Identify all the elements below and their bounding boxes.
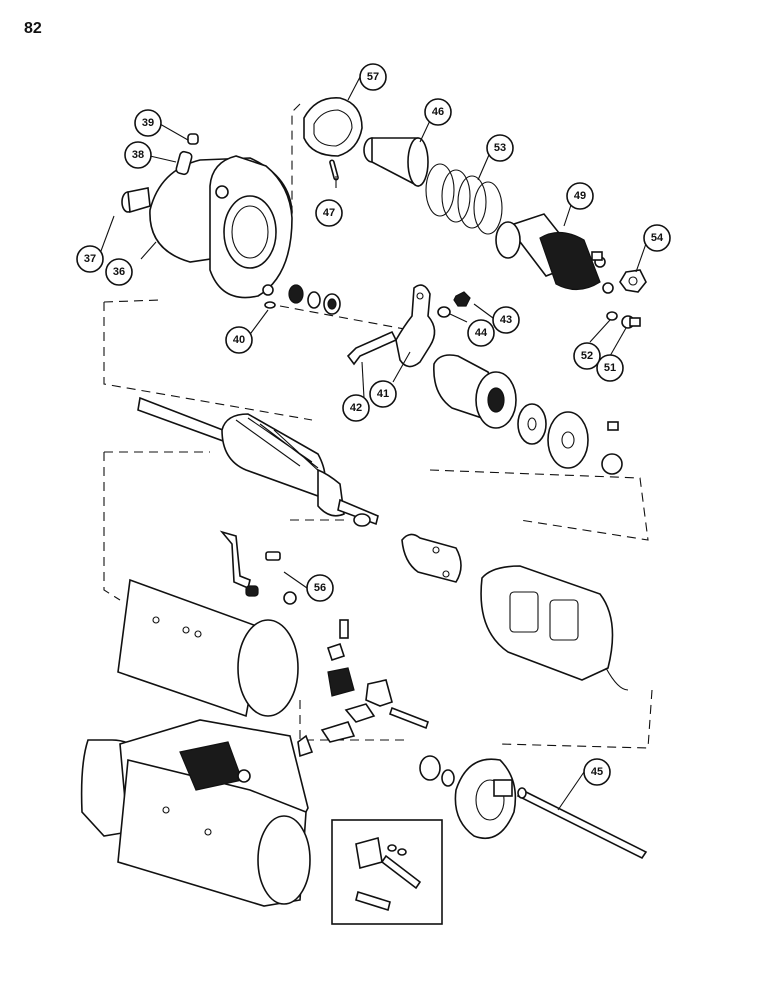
callout-47: 47 — [315, 199, 343, 227]
assembly-guide-middle — [103, 451, 649, 601]
svg-text:36: 36 — [113, 266, 125, 278]
callout-45: 45 — [583, 758, 611, 786]
field-coil — [480, 565, 629, 691]
svg-text:46: 46 — [432, 106, 444, 118]
brush-assembly — [275, 619, 429, 771]
bushing-37 — [121, 187, 151, 214]
through-bolt-45 — [516, 787, 648, 860]
shift-lever-41 — [395, 284, 436, 368]
nut-54 — [619, 269, 647, 293]
callout-57: 57 — [359, 63, 387, 91]
svg-text:49: 49 — [574, 190, 586, 202]
svg-text:40: 40 — [233, 334, 245, 346]
callout-36: 36 — [105, 258, 133, 286]
plunger-46 — [363, 137, 429, 188]
svg-text:38: 38 — [132, 149, 144, 161]
callout-56: 56 — [306, 574, 334, 602]
svg-text:57: 57 — [367, 71, 379, 83]
assembly-guide-top — [283, 103, 301, 219]
callout-40: 40 — [225, 326, 253, 354]
drive-pinion-clutch — [433, 354, 517, 429]
callout-38: 38 — [124, 141, 152, 169]
page-number: 82 — [24, 20, 42, 37]
svg-text:54: 54 — [651, 232, 664, 244]
svg-text:41: 41 — [377, 388, 389, 400]
seal-washers — [288, 284, 341, 315]
svg-text:51: 51 — [604, 362, 616, 374]
assembled-starter — [80, 719, 311, 907]
solenoid-49 — [495, 213, 614, 294]
brush-insulator — [401, 533, 462, 583]
callout-54: 54 — [643, 224, 671, 252]
pin-47 — [329, 159, 339, 181]
svg-text:56: 56 — [314, 582, 326, 594]
svg-text:42: 42 — [350, 402, 362, 414]
plug-39 — [187, 133, 199, 145]
thrust-washers — [517, 403, 623, 475]
pin-38 — [175, 150, 193, 176]
callout-52: 52 — [573, 342, 601, 370]
svg-text:47: 47 — [323, 207, 335, 219]
inset-box — [331, 819, 443, 925]
nut-43 — [453, 291, 471, 307]
svg-text:39: 39 — [142, 117, 154, 129]
commutator-end-plate — [419, 755, 517, 840]
terminal-bracket — [219, 530, 251, 590]
callout-44: 44 — [467, 319, 495, 347]
callout-42: 42 — [342, 394, 370, 422]
assembly-guide-upper — [103, 299, 411, 421]
svg-text:52: 52 — [581, 350, 593, 362]
bolt-42 — [346, 330, 398, 366]
spring-53 — [425, 163, 503, 235]
armature — [137, 396, 379, 527]
washer-44 — [437, 306, 451, 318]
callout-41: 41 — [369, 380, 397, 408]
svg-text:44: 44 — [475, 327, 488, 339]
callout-37: 37 — [76, 245, 104, 273]
callout-43: 43 — [492, 306, 520, 334]
callout-39: 39 — [134, 109, 162, 137]
svg-text:45: 45 — [591, 766, 603, 778]
drive-end-housing — [149, 155, 293, 299]
assembly-guide-lower — [290, 519, 653, 749]
callout-46: 46 — [424, 98, 452, 126]
gasket-57 — [303, 97, 363, 157]
svg-text:43: 43 — [500, 314, 512, 326]
svg-text:53: 53 — [494, 142, 506, 154]
callout-53: 53 — [486, 134, 514, 162]
callout-49: 49 — [566, 182, 594, 210]
callout-51: 51 — [596, 354, 624, 382]
frame-housing — [117, 578, 299, 718]
screw-56 — [245, 551, 297, 605]
screw-51 — [621, 315, 641, 329]
washer-52 — [606, 311, 618, 321]
pin-40 — [264, 301, 276, 309]
svg-text:37: 37 — [84, 253, 96, 265]
